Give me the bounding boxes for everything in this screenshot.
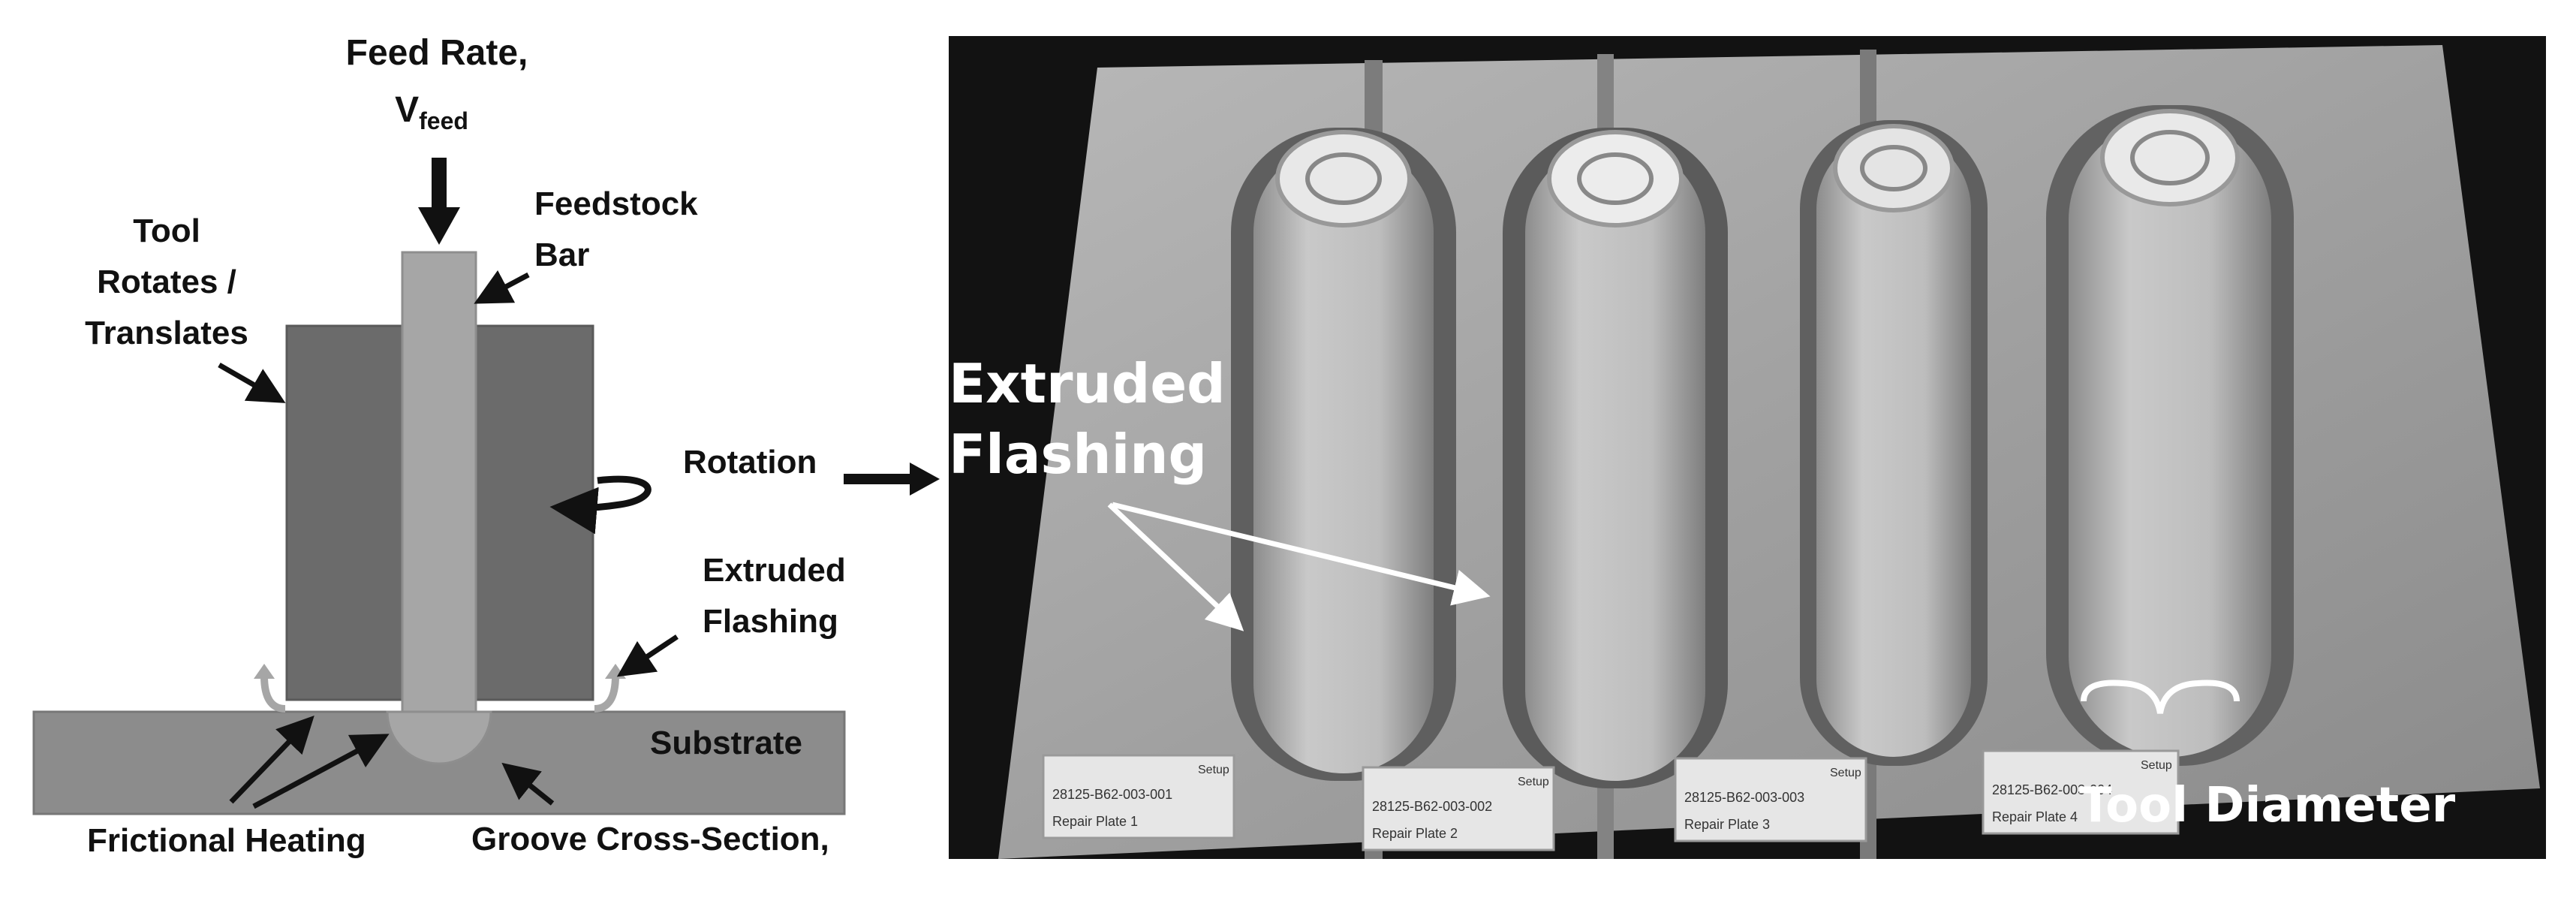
svg-text:28125-B62-003-003: 28125-B62-003-003 bbox=[1684, 790, 1804, 805]
plate-tag-3: Setup 28125-B62-003-003 Repair Plate 3 bbox=[1674, 757, 1867, 842]
groove-pointer-arrow bbox=[501, 762, 555, 806]
svg-text:Setup: Setup bbox=[1830, 767, 1861, 779]
feedstock-label-line2: Bar bbox=[534, 237, 589, 273]
photo-extruded-label-line1: Extruded bbox=[949, 352, 1226, 415]
plate bbox=[998, 45, 2540, 859]
heating-pointer-arrow-2 bbox=[252, 734, 390, 809]
photo-flashing-arrow-right bbox=[1112, 502, 1491, 606]
svg-text:Repair Plate 1: Repair Plate 1 bbox=[1052, 814, 1138, 829]
svg-text:Repair Plate 4: Repair Plate 4 bbox=[1992, 809, 2078, 824]
repair-track-4 bbox=[2046, 105, 2294, 766]
svg-text:28125-B62-003-001: 28125-B62-003-001 bbox=[1052, 787, 1172, 802]
plate-tag-1: Setup 28125-B62-003-001 Repair Plate 1 bbox=[1042, 754, 1235, 839]
repair-track-3 bbox=[1800, 120, 1988, 766]
feed-arrow bbox=[418, 158, 460, 245]
svg-text:Setup: Setup bbox=[1518, 776, 1549, 788]
tool-label-line1: Tool bbox=[133, 212, 200, 249]
repair-track-2 bbox=[1503, 128, 1728, 788]
feedstock-label-line1: Feedstock bbox=[534, 185, 698, 222]
photo-extruded-label-line2: Flashing bbox=[949, 423, 1207, 486]
extruded-flashing-label-line2: Flashing bbox=[703, 603, 838, 640]
groove-label: Groove Cross-Section, bbox=[471, 821, 829, 857]
feedstock-pointer-arrow bbox=[474, 270, 530, 304]
svg-text:Setup: Setup bbox=[1198, 764, 1229, 776]
svg-text:28125-B62-003-002: 28125-B62-003-002 bbox=[1372, 799, 1492, 814]
extruded-flashing-label-line1: Extruded bbox=[703, 552, 846, 589]
svg-text:28125-B62-003-004: 28125-B62-003-004 bbox=[1992, 782, 2112, 797]
tool-diameter-bracket bbox=[2081, 680, 2240, 714]
flashing-pointer-arrow bbox=[616, 634, 679, 677]
plate-tag-2: Setup 28125-B62-003-002 Repair Plate 2 bbox=[1362, 766, 1555, 851]
tool-diameter-label: Tool Diameter bbox=[2079, 778, 2456, 833]
tool-pointer-arrow bbox=[218, 362, 286, 403]
svg-text:Setup: Setup bbox=[2141, 759, 2172, 772]
feedstock-bar bbox=[401, 251, 477, 719]
feed-rate-symbol: Vfeed bbox=[395, 90, 468, 134]
svg-text:Repair Plate 3: Repair Plate 3 bbox=[1684, 817, 1770, 832]
substrate-label: Substrate bbox=[650, 725, 802, 761]
frictional-heating-label: Frictional Heating bbox=[87, 822, 366, 859]
tool-label-line3: Translates bbox=[85, 315, 248, 351]
flashing-curl-right bbox=[594, 675, 619, 713]
repair-plates-photo: Setup 28125-B62-003-001 Repair Plate 1 S… bbox=[949, 36, 2546, 859]
rotation-arrow bbox=[549, 475, 652, 535]
heating-pointer-arrow-1 bbox=[229, 715, 314, 804]
tool-label-line2: Rotates / bbox=[97, 264, 236, 300]
groove-cross-section bbox=[386, 710, 492, 765]
flashing-curl-left bbox=[260, 675, 286, 713]
feed-rate-label: Feed Rate, bbox=[346, 33, 528, 73]
rotation-label: Rotation bbox=[683, 444, 817, 481]
svg-text:Repair Plate 2: Repair Plate 2 bbox=[1372, 826, 1458, 841]
schematic-diagram: Feed Rate, Vfeed Tool Rotates / Translat… bbox=[32, 33, 846, 859]
photo-flashing-arrow-left bbox=[1107, 502, 1244, 631]
repair-track-1 bbox=[1231, 128, 1456, 781]
plate-tag-4: Setup 28125-B62-003-004 Repair Plate 4 bbox=[1982, 749, 2180, 835]
panel-connector-arrow bbox=[844, 463, 940, 496]
